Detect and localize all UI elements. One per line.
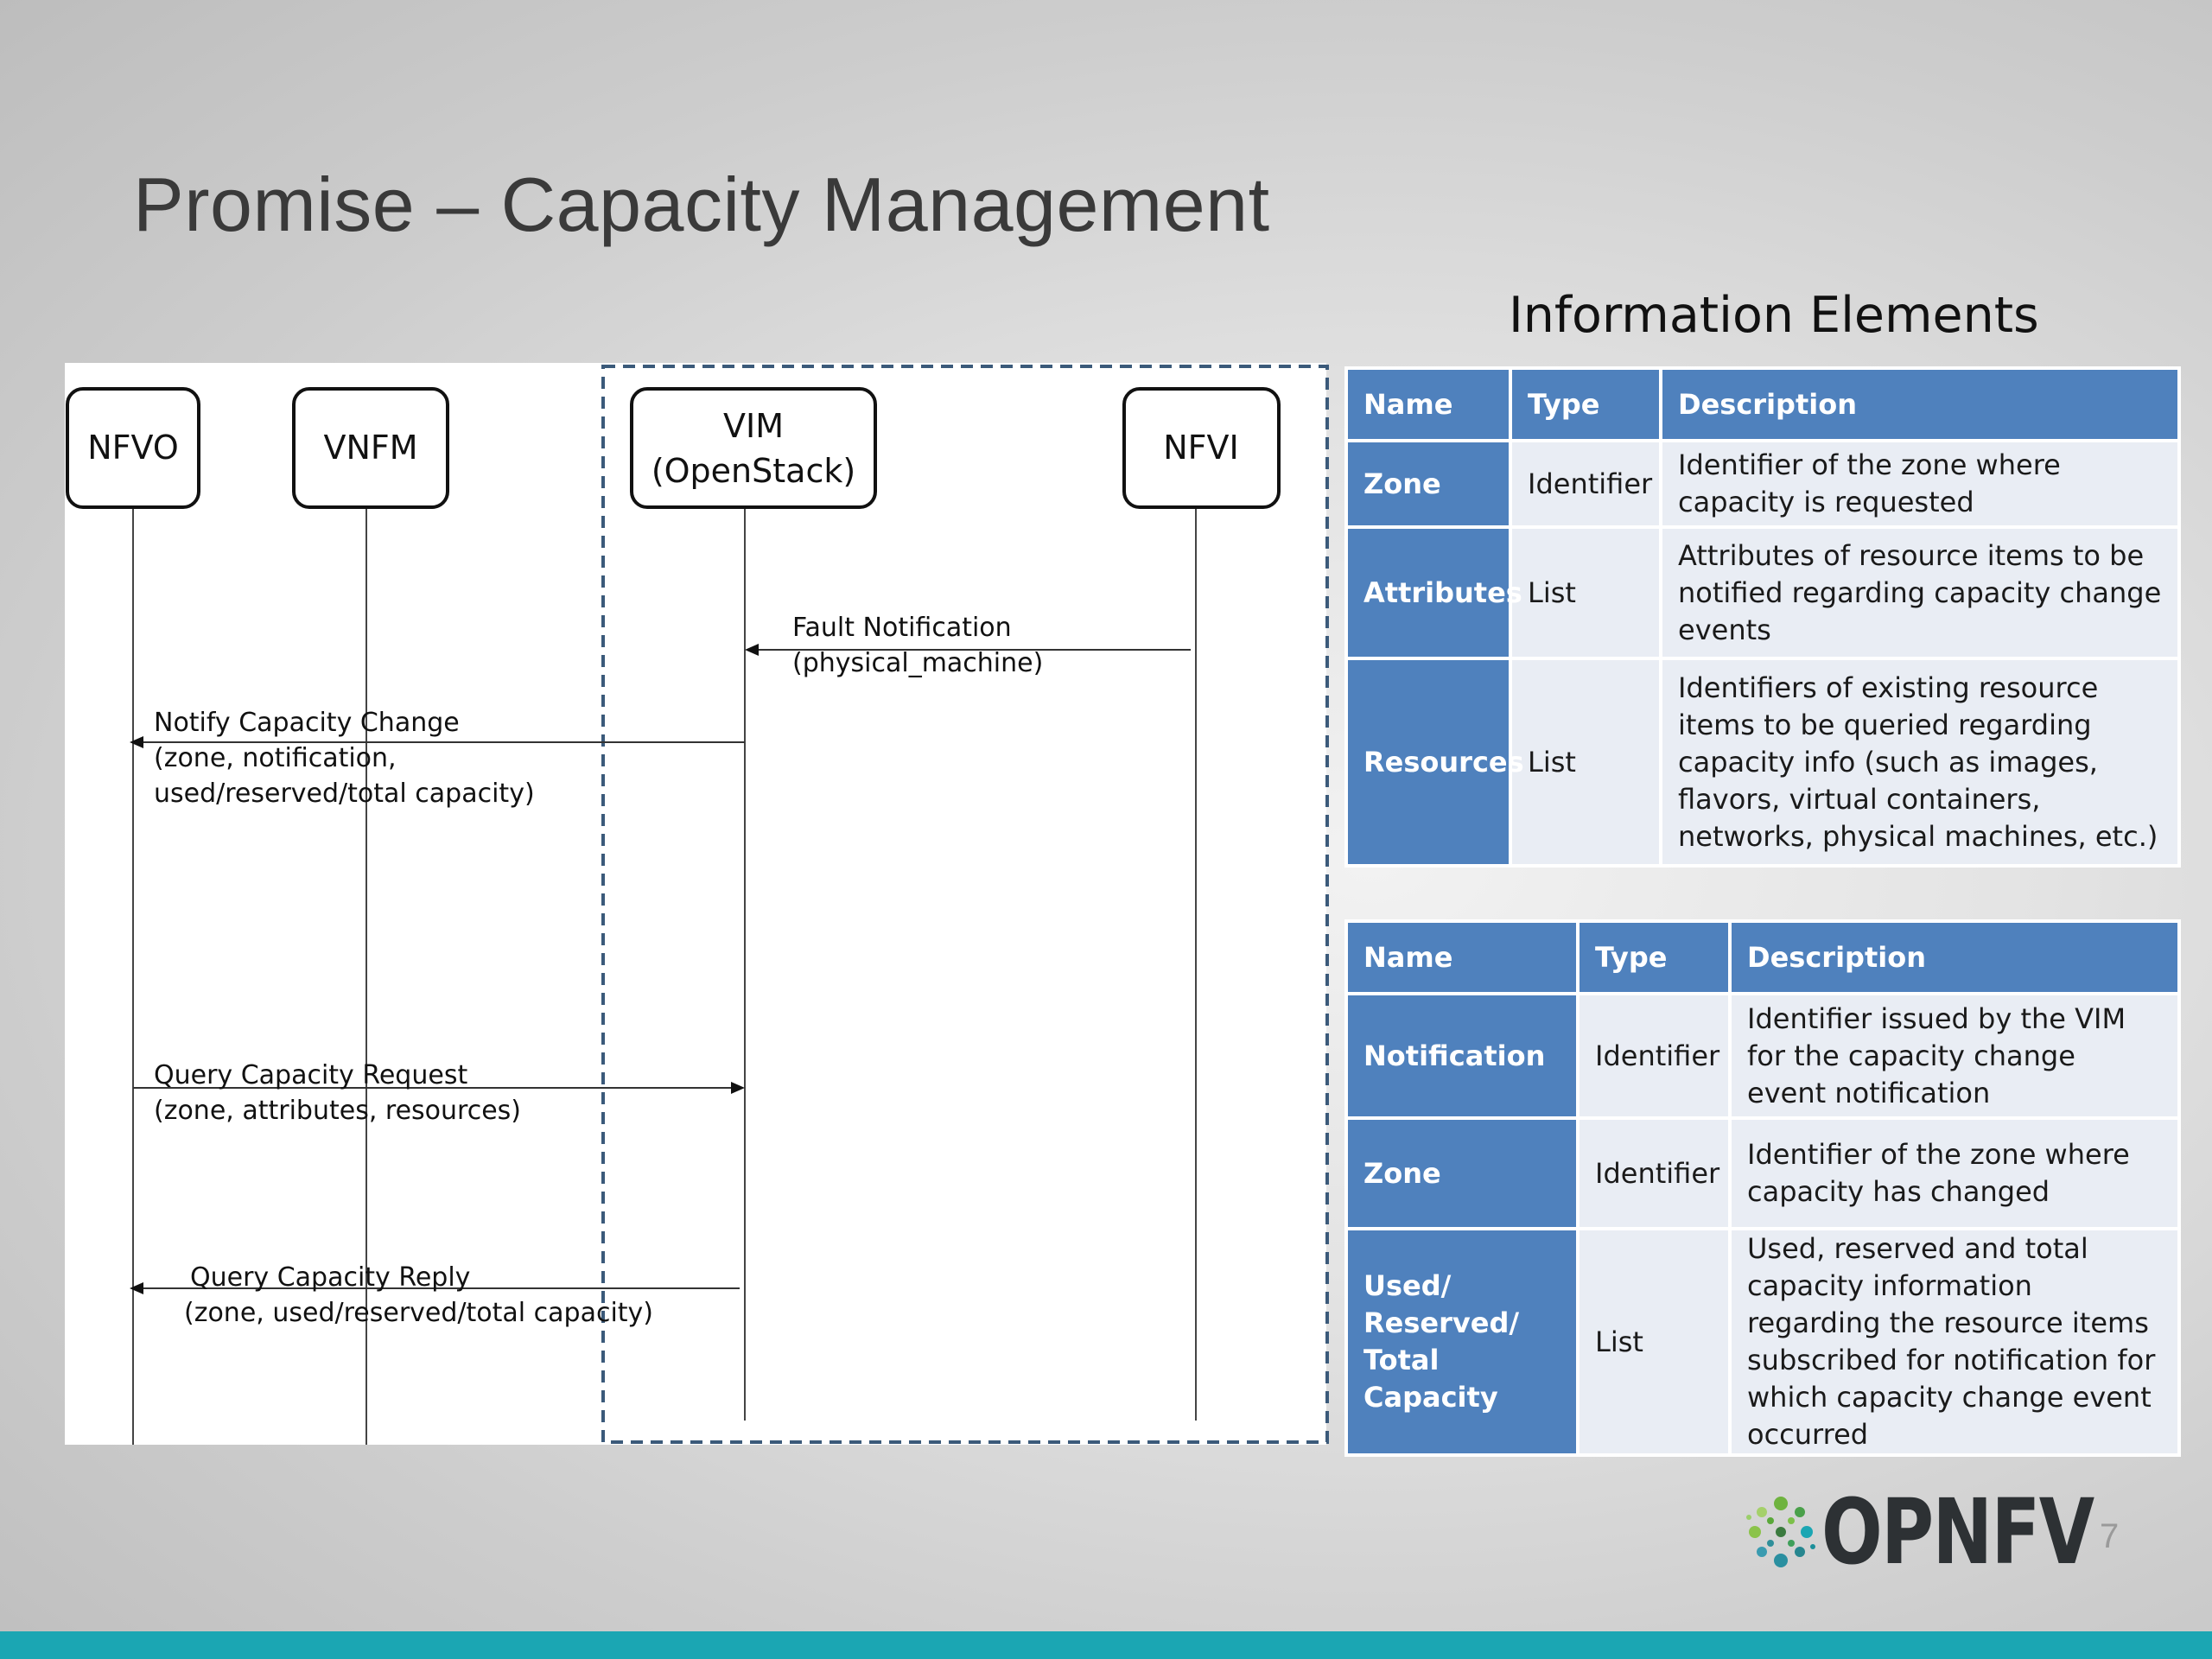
table-row: Zone Identifier Identifier of the zone w…: [1344, 1116, 2181, 1230]
header-type: Type: [1576, 919, 1732, 995]
table-row: Attributes List Attributes of resource i…: [1344, 525, 2181, 660]
row-name: Notification: [1344, 992, 1580, 1120]
row-description: Identifier issued by the VIM for the cap…: [1728, 992, 2181, 1120]
opnfv-flower-icon: [1746, 1497, 1815, 1567]
row-name: Zone: [1344, 1116, 1580, 1230]
arrowhead-icon: [130, 736, 143, 748]
table-row: Zone Identifier Identifier of the zone w…: [1344, 439, 2181, 529]
page-number: 7: [2100, 1517, 2120, 1555]
opnfv-wordmark: OPNFV: [1821, 1479, 2094, 1585]
table-header-row: Name Type Description: [1344, 366, 2181, 442]
header-name: Name: [1344, 366, 1512, 442]
information-elements-table-1: Name Type Description Zone Identifier Id…: [1344, 366, 2181, 868]
diagram-background: [65, 363, 1326, 1445]
arrowhead-icon: [130, 1282, 143, 1294]
header-description: Description: [1728, 919, 2181, 995]
arrowhead-icon: [745, 644, 759, 656]
footer-bar: [0, 1631, 2212, 1659]
nfvi-label: NFVI: [1163, 429, 1239, 467]
row-type: List: [1509, 525, 1662, 660]
row-type: Identifier: [1576, 1116, 1732, 1230]
row-type: Identifier: [1576, 992, 1732, 1120]
query-capacity-reply-message: Query Capacity Reply (zone, used/reserve…: [130, 1262, 740, 1328]
row-description: Identifiers of existing resource items t…: [1659, 657, 2181, 868]
nfvi-box: [1122, 387, 1281, 509]
nfvo-box: [66, 387, 200, 509]
row-name: Zone: [1344, 439, 1512, 529]
row-name: Attributes: [1344, 525, 1522, 660]
row-name: Resources: [1344, 657, 1524, 868]
notify-capacity-change-message: Notify Capacity Change (zone, notificati…: [130, 708, 745, 809]
fault-notification-message: Fault Notification (physical_machine): [745, 613, 1191, 678]
vim-label: VIM: [723, 407, 784, 445]
vnfm-box: [292, 387, 449, 509]
header-description: Description: [1659, 366, 2181, 442]
information-elements-table-2: Name Type Description Notification Ident…: [1344, 919, 2181, 1457]
svg-text:Notify Capacity Change (: Notify Capacity Change (zone, notificati…: [154, 708, 535, 809]
table-row: Resources List Identifiers of existing r…: [1344, 657, 2181, 868]
svg-text:Query Capacity Request (: Query Capacity Request (zone, attributes…: [154, 1060, 521, 1126]
header-name: Name: [1344, 919, 1580, 995]
slide-title: Promise – Capacity Management: [133, 162, 1270, 247]
nfvo-label: NFVO: [87, 429, 179, 467]
header-type: Type: [1509, 366, 1662, 442]
row-description: Identifier of the zone where capacity ha…: [1728, 1116, 2181, 1230]
row-description: Used, reserved and total capacity inform…: [1728, 1227, 2181, 1457]
svg-text:Fault Notification (phys: Fault Notification (physical_machine): [792, 613, 1043, 678]
vnfm-label: VNFM: [323, 429, 417, 467]
svg-text:Query Capacity Reply (zo: Query Capacity Reply (zone, used/reserve…: [184, 1262, 653, 1328]
vim-sublabel: (OpenStack): [652, 452, 855, 490]
row-type: Identifier: [1509, 439, 1662, 529]
information-elements-title: Information Elements: [1509, 287, 2039, 344]
row-type: List: [1576, 1227, 1732, 1457]
row-name: Used/ Reserved/ Total Capacity: [1344, 1227, 1580, 1457]
row-type: List: [1509, 657, 1662, 868]
query-capacity-request-message: Query Capacity Request (zone, attributes…: [133, 1060, 745, 1126]
vim-boundary: [601, 365, 1329, 1444]
row-description: Attributes of resource items to be notif…: [1659, 525, 2181, 660]
table-header-row: Name Type Description: [1344, 919, 2181, 995]
row-description: Identifier of the zone where capacity is…: [1659, 439, 2181, 529]
opnfv-logo: OPNFV: [1742, 1484, 2094, 1580]
arrowhead-icon: [731, 1082, 745, 1094]
table-row: Used/ Reserved/ Total Capacity List Used…: [1344, 1227, 2181, 1457]
table-row: Notification Identifier Identifier issue…: [1344, 992, 2181, 1120]
vim-box: [630, 387, 877, 509]
